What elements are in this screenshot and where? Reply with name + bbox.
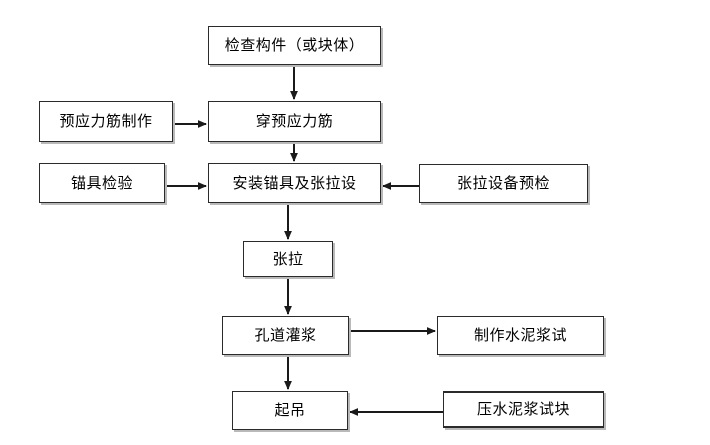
node-install-anchor[interactable]: 安装锚具及张拉设 bbox=[208, 163, 381, 203]
node-duct-grout[interactable]: 孔道灌浆 bbox=[222, 316, 349, 355]
node-tendon-make[interactable]: 预应力筋制作 bbox=[39, 101, 173, 142]
node-make-sample[interactable]: 制作水泥浆试 bbox=[437, 316, 604, 355]
node-label: 孔道灌浆 bbox=[254, 326, 317, 344]
node-label: 检查构件（或块体） bbox=[224, 36, 365, 54]
node-press-sample[interactable]: 压水泥浆试块 bbox=[443, 391, 604, 428]
node-label: 安装锚具及张拉设 bbox=[232, 173, 357, 192]
node-anchor-check[interactable]: 锚具检验 bbox=[39, 163, 165, 203]
node-label: 预应力筋制作 bbox=[59, 112, 153, 130]
node-tension[interactable]: 张拉 bbox=[243, 241, 333, 277]
node-label: 张拉设备预检 bbox=[456, 174, 550, 192]
node-label: 锚具检验 bbox=[70, 173, 133, 192]
node-inspect[interactable]: 检查构件（或块体） bbox=[208, 26, 381, 65]
node-label: 制作水泥浆试 bbox=[473, 326, 567, 344]
node-label: 穿预应力筋 bbox=[255, 112, 334, 130]
node-label: 张拉 bbox=[272, 249, 304, 268]
node-label: 起吊 bbox=[274, 401, 306, 419]
node-equip-precheck[interactable]: 张拉设备预检 bbox=[419, 164, 588, 203]
node-thread-tendon[interactable]: 穿预应力筋 bbox=[208, 101, 381, 142]
node-lift[interactable]: 起吊 bbox=[232, 391, 348, 430]
node-label: 压水泥浆试块 bbox=[476, 400, 570, 418]
